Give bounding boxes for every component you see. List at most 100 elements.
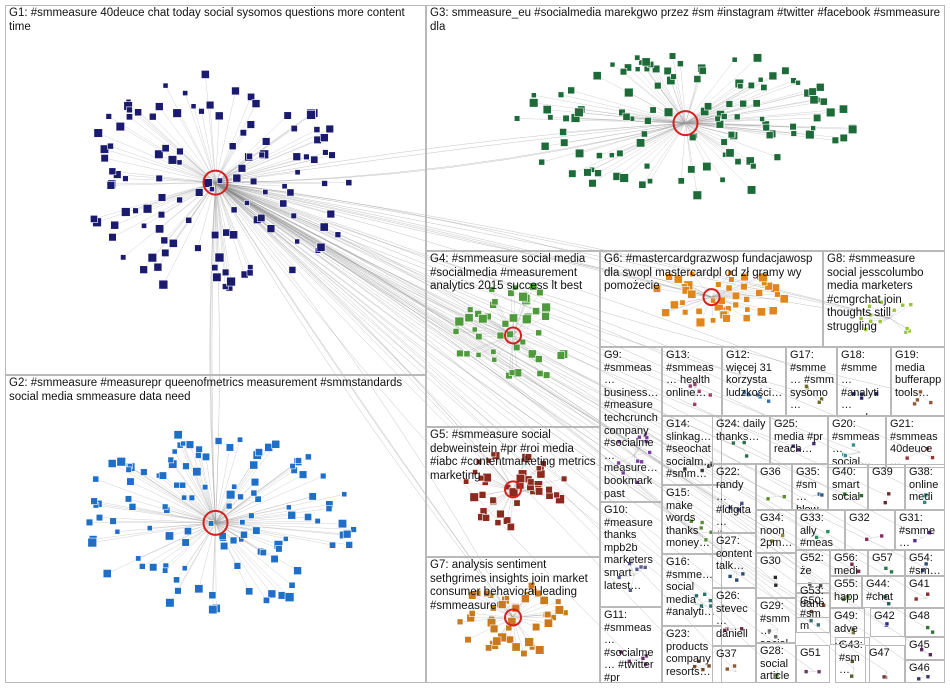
group-panel-g8: G8: #smmeasure social jesscolumbo media …: [823, 251, 945, 347]
group-panel-g49: G49: adve…: [830, 608, 865, 645]
group-panel-g11: G11: #smmeas… #socialme… #twitter #pr #i…: [600, 607, 662, 683]
group-panel-g6: G6: #mastercardgrazwosp fundacjawosp dla…: [600, 251, 823, 347]
group-label-g54: G54: #sm…: [909, 552, 942, 576]
group-panel-g55: G55: happ…: [830, 576, 862, 608]
group-label-g34: G34: noon 2pm…: [760, 512, 793, 550]
group-panel-g4: G4: #smmeasure social media #socialmedia…: [426, 251, 600, 427]
group-panel-g29: G29: #smm… social…: [756, 598, 796, 643]
group-label-g55: G55: happ…: [834, 578, 859, 608]
group-panel-g24: G24: daily thanks…: [712, 416, 770, 464]
group-panel-g32: G32: [845, 510, 895, 550]
group-panel-g48: G48: [905, 608, 945, 637]
group-panel-g31: G31: #smme…: [895, 510, 945, 550]
group-label-g17: G17: #smme… #smm sysomo…: [790, 349, 834, 412]
group-panel-g7: G7: analysis sentiment sethgrimes insigh…: [426, 557, 600, 683]
group-panel-g38: G38: online medi…: [905, 464, 945, 510]
group-panel-g9: G9: #smmeas… business… #measure techcrun…: [600, 347, 662, 502]
group-panel-g51: G51: [796, 645, 830, 683]
group-label-g11: G11: #smmeas… #socialme… #twitter #pr #i…: [604, 609, 659, 683]
group-panel-g44: G44: #chat…: [862, 576, 905, 608]
group-panel-g19: G19: media bufferapp tools…: [891, 347, 945, 416]
group-panel-g26: G26: stevec… daniell… #linke…: [712, 588, 756, 646]
group-label-g46: G46: [909, 662, 942, 675]
group-label-g4: G4: #smmeasure social media #socialmedia…: [430, 253, 597, 294]
group-label-g31: G31: #smme…: [899, 512, 942, 550]
group-panel-g54: G54: #sm…: [905, 550, 945, 576]
group-label-g39: G39: [872, 466, 902, 479]
group-label-g29: G29: #smm… social…: [760, 600, 793, 643]
group-panel-g53: G53: dane…: [796, 583, 830, 618]
group-panel-g5: G5: #smmeasure social debweinstein #pr #…: [426, 427, 600, 557]
group-panel-g47: G47: [865, 645, 905, 683]
group-label-g6: G6: #mastercardgrazwosp fundacjawosp dla…: [604, 253, 820, 294]
group-panel-g30: G30: [756, 553, 796, 598]
group-label-g28: G28: social article…: [760, 645, 793, 683]
group-panel-g18: G18: #smme… #analyti… google…: [837, 347, 891, 416]
group-panel-g27: G27: content talk…: [712, 533, 756, 588]
group-label-g19: G19: media bufferapp tools…: [895, 349, 942, 399]
group-label-g51: G51: [800, 647, 827, 660]
group-panel-g13: G13: #smmeas… health online…: [662, 347, 722, 416]
group-label-g13: G13: #smmeas… health online…: [666, 349, 719, 399]
group-panel-g28: G28: social article…: [756, 643, 796, 683]
group-label-g44: G44: #chat…: [866, 578, 902, 608]
group-label-g47: G47: [869, 647, 902, 660]
group-label-g1: G1: #smmeasure 40deuce chat today social…: [9, 7, 423, 34]
group-panel-g12: G12: więcej 31 korzysta ludzkości…: [722, 347, 786, 416]
group-label-g26: G26: stevec… daniell… #linke…: [716, 590, 753, 646]
group-panel-g39: G39: [868, 464, 905, 510]
group-label-g21: G21: #smmeas 40deuce…: [890, 418, 942, 468]
group-panel-g1: G1: #smmeasure 40deuce chat today social…: [5, 5, 426, 375]
group-label-g56: G56: medi…: [834, 552, 865, 576]
group-label-g41: G41: [909, 578, 942, 591]
group-panel-g36: G36: [756, 464, 792, 510]
group-panel-g10: G10: #measure thanks mpb2b marketers sma…: [600, 502, 662, 607]
group-label-g20: G20: #smmeas… social…: [832, 418, 883, 468]
group-panel-g21: G21: #smmeas 40deuce…: [886, 416, 945, 468]
group-label-g30: G30: [760, 555, 793, 568]
group-label-g36: G36: [760, 466, 789, 479]
group-panel-g2: G2: #smmeasure #measurepr queenofmetrics…: [5, 375, 426, 683]
group-panel-g42: G42: [870, 608, 905, 637]
group-label-g49: G49: adve…: [834, 610, 862, 645]
group-label-g8: G8: #smmeasure social jesscolumbo media …: [827, 253, 942, 334]
group-label-g24: G24: daily thanks…: [716, 418, 767, 443]
group-panel-g45: G45: [905, 637, 945, 660]
group-panel-g41: G41: [905, 576, 945, 608]
group-label-g38: G38: online medi…: [909, 466, 942, 510]
group-panel-g40: G40: smart social…: [828, 464, 868, 510]
group-panel-g17: G17: #smme… #smm sysomo…: [786, 347, 837, 416]
group-panel-g22: G22: randy… #ldigita… #smm…: [712, 464, 756, 533]
group-label-g32: G32: [849, 512, 892, 525]
group-label-g12: G12: więcej 31 korzysta ludzkości…: [726, 349, 783, 399]
group-label-g48: G48: [909, 610, 942, 623]
group-panel-g35: G35: #sm… blow…: [792, 464, 828, 510]
group-label-g2: G2: #smmeasure #measurepr queenofmetrics…: [9, 377, 423, 404]
group-panel-g3: G3: smmeasure_eu #socialmedia marekgwo p…: [426, 5, 945, 251]
group-label-g45: G45: [909, 639, 942, 652]
group-label-g22: G22: randy… #ldigita… #smm…: [716, 466, 753, 533]
group-label-g27: G27: content talk…: [716, 535, 753, 573]
group-panel-g37: G37: [712, 646, 756, 683]
group-label-g35: G35: #sm… blow…: [796, 466, 825, 510]
group-label-g25: G25: media #pr reach…: [774, 418, 825, 456]
group-panel-g56: G56: medi…: [830, 550, 868, 576]
group-panel-g33: G33: ally #meas…: [796, 510, 845, 550]
group-label-g3: G3: smmeasure_eu #socialmedia marekgwo p…: [430, 7, 942, 34]
group-label-g9: G9: #smmeas… business… #measure techcrun…: [604, 349, 659, 502]
group-panel-g25: G25: media #pr reach…: [770, 416, 828, 464]
group-panel-g57: G57: [868, 550, 905, 576]
group-panel-g20: G20: #smmeas… social…: [828, 416, 886, 468]
group-label-g33: G33: ally #meas…: [800, 512, 842, 550]
group-label-g18: G18: #smme… #analyti… google…: [841, 349, 888, 416]
group-label-g52: G52: że: [800, 552, 827, 577]
group-label-g42: G42: [874, 610, 902, 623]
group-label-g7: G7: analysis sentiment sethgrimes insigh…: [430, 559, 597, 613]
group-label-g40: G40: smart social…: [832, 466, 865, 510]
group-label-g53: G53: dane…: [800, 585, 827, 618]
group-label-g37: G37: [716, 648, 753, 661]
group-panel-g46: G46: [905, 660, 945, 683]
group-label-g5: G5: #smmeasure social debweinstein #pr #…: [430, 429, 597, 483]
group-panel-g34: G34: noon 2pm…: [756, 510, 796, 553]
group-label-g10: G10: #measure thanks mpb2b marketers sma…: [604, 504, 659, 592]
